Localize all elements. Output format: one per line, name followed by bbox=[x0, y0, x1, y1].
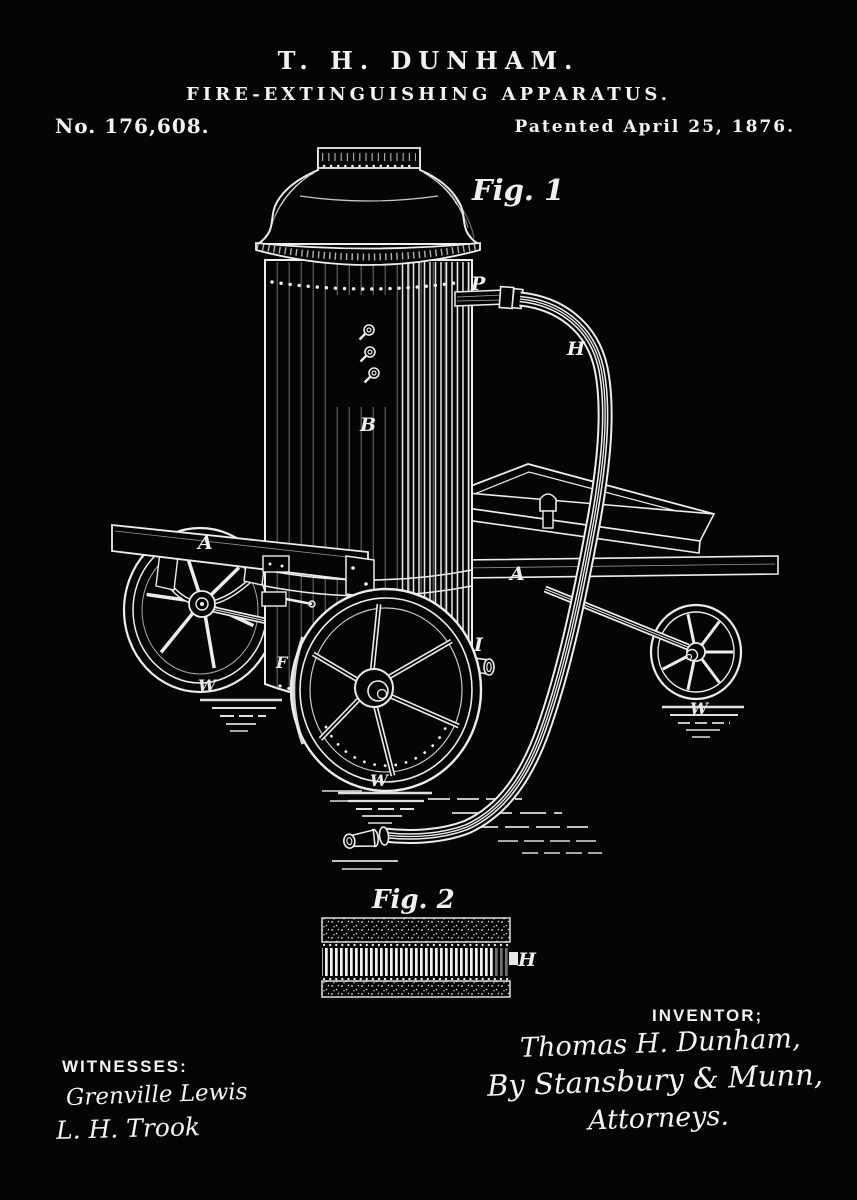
figure2-caption: Fig. 2 bbox=[371, 885, 455, 915]
label-wheel-right: W bbox=[690, 699, 710, 718]
tray-knob bbox=[539, 493, 557, 512]
hose-nozzle bbox=[343, 826, 390, 849]
front-wheel bbox=[289, 587, 483, 793]
label-wheel-front: W bbox=[370, 771, 390, 790]
label-hose-section: H bbox=[517, 949, 537, 971]
attorneys-label: Attorneys. bbox=[587, 1100, 730, 1137]
label-tank: B bbox=[359, 414, 376, 436]
label-wheel-left: W bbox=[198, 676, 218, 695]
label-frame-bracket: F bbox=[275, 653, 289, 672]
label-frame-right: A bbox=[508, 563, 525, 585]
inventor-heading: INVENTOR; bbox=[652, 1006, 764, 1025]
witness-signature: L. H. Trook bbox=[55, 1112, 201, 1145]
right-wheel bbox=[543, 585, 743, 701]
frame-beam-left bbox=[111, 524, 375, 608]
gauge-cocks bbox=[358, 322, 382, 384]
label-outlet-pipe: P bbox=[470, 273, 486, 295]
figure1-caption: Fig. 1 bbox=[471, 173, 564, 207]
label-hose: H bbox=[566, 338, 586, 360]
label-axle-stub: I bbox=[473, 634, 484, 656]
tank-rim bbox=[255, 242, 481, 266]
discharge-hose bbox=[343, 299, 605, 849]
tank-cap bbox=[317, 147, 421, 169]
label-frame-left: A bbox=[196, 532, 213, 554]
page-title: FIRE-EXTINGUISHING APPARATUS. bbox=[186, 84, 671, 105]
witnesses-heading: WITNESSES: bbox=[62, 1057, 188, 1076]
ground-shadows bbox=[200, 698, 744, 870]
inventor-name-title: T. H. DUNHAM. bbox=[277, 46, 580, 75]
patent-date: Patented April 25, 1876. bbox=[514, 117, 795, 137]
patent-number: No. 176,608. bbox=[55, 114, 210, 138]
figure2-hose-section bbox=[321, 917, 518, 998]
